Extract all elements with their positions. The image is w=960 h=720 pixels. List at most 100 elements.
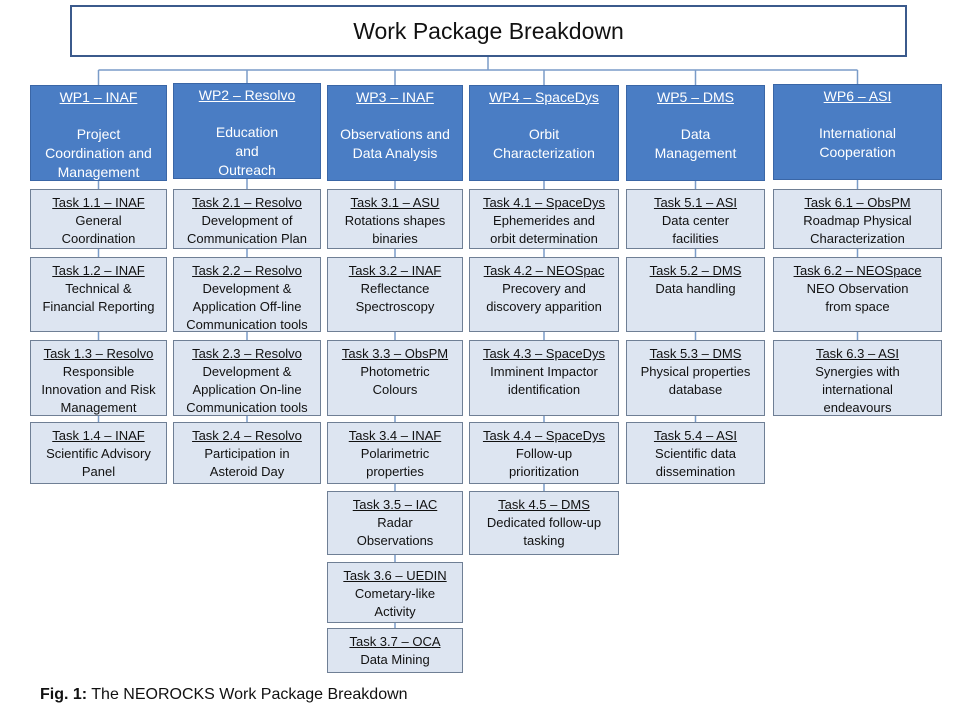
wp5-code: WP5 – DMS [656,89,734,105]
wp3-name: Observations and Data Analysis [340,126,450,161]
diagram-title-text: Work Package Breakdown [353,17,624,44]
task-1-2-box: Task 1.2 – INAF Technical & Financial Rep… [30,257,167,332]
task-4-2-description: Precovery and discovery apparition [486,281,602,314]
task-3-4-box: Task 3.4 – INAF Polarimetric properties [327,422,463,484]
task-5-2-box: Task 5.2 – DMS Data handling [626,257,765,332]
task-6-3-code: Task 6.3 – ASI [815,346,900,361]
wp6-code: WP6 – ASI [823,88,892,104]
task-3-2-description: Reflectance Spectroscopy [355,281,435,314]
wp1-box: WP1 – INAF Project Coordination and Manag… [30,85,167,181]
task-3-4-code: Task 3.4 – INAF [348,428,442,443]
task-3-3-box: Task 3.3 – ObsPM Photometric Colours [327,340,463,416]
figure-caption-label: Fig. 1: [40,686,88,703]
task-5-1-box: Task 5.1 – ASI Data center facilities [626,189,765,249]
task-1-3-code: Task 1.3 – Resolvo [43,346,154,361]
task-3-6-description: Cometary-like Activity [354,586,436,619]
task-5-2-code: Task 5.2 – DMS [649,263,742,278]
task-2-3-code: Task 2.3 – Resolvo [192,346,302,361]
task-4-3-description: Imminent Impactor identification [490,364,598,397]
task-4-4-description: Follow-up prioritization [508,446,580,479]
task-5-3-code: Task 5.3 – DMS [649,346,742,361]
task-4-5-box: Task 4.5 – DMS Dedicated follow-up taskin… [469,491,619,555]
task-6-1-description: Roadmap Physical Characterization [803,213,912,246]
task-2-4-description: Participation in Asteroid Day [204,446,290,479]
task-3-4-description: Polarimetric properties [360,446,430,479]
task-4-1-description: Ephemerides and orbit determination [490,213,598,246]
wp1-name: Project Coordination and Management [45,126,152,180]
wp1-code: WP1 – INAF [59,89,138,105]
task-2-1-code: Task 2.1 – Resolvo [192,195,302,210]
task-3-1-code: Task 3.1 – ASU [350,195,440,210]
task-1-4-description: Scientific Advisory Panel [46,446,151,479]
wp3-code: WP3 – INAF [356,89,434,105]
task-5-2-description: Data handling [655,281,736,296]
task-6-3-box: Task 6.3 – ASI Synergies with internation… [773,340,942,416]
task-2-1-description: Development of Communication Plan [187,213,307,246]
task-2-3-description: Development & Application On-line Commun… [186,364,308,415]
task-1-4-code: Task 1.4 – INAF [52,428,145,443]
task-2-4-code: Task 2.4 – Resolvo [192,428,302,443]
figure-caption: Fig. 1: The NEOROCKS Work Package Breakd… [40,686,408,704]
figure-caption-text: The NEOROCKS Work Package Breakdown [91,686,408,703]
task-5-4-description: Scientific data dissemination [655,446,736,479]
task-3-3-code: Task 3.3 – ObsPM [341,346,449,361]
wp5-name: Data Management [654,126,737,161]
wp5-box: WP5 – DMS Data Management [626,85,765,181]
wp2-code: WP2 – Resolvo [198,87,296,103]
task-5-3-description: Physical properties database [640,364,751,397]
task-2-2-description: Development & Application Off-line Commu… [186,281,308,332]
task-1-2-description: Technical & Financial Reporting [42,281,155,314]
task-6-2-code: Task 6.2 – NEOSpace [793,263,922,278]
task-3-1-box: Task 3.1 – ASU Rotations shapes binaries [327,189,463,249]
task-4-1-code: Task 4.1 – SpaceDys [482,195,606,210]
task-5-3-box: Task 5.3 – DMS Physical properties databa… [626,340,765,416]
task-4-2-code: Task 4.2 – NEOSpac [483,263,605,278]
task-5-1-code: Task 5.1 – ASI [653,195,738,210]
task-3-5-box: Task 3.5 – IAC Radar Observations [327,491,463,555]
task-1-1-code: Task 1.1 – INAF [52,195,145,210]
task-3-2-code: Task 3.2 – INAF [348,263,442,278]
task-6-1-box: Task 6.1 – ObsPM Roadmap Physical Charact… [773,189,942,249]
task-3-5-description: Radar Observations [356,515,434,548]
task-1-3-description: Responsible Innovation and Risk Manageme… [41,364,156,415]
diagram-title: Work Package Breakdown [70,5,907,57]
task-4-5-code: Task 4.5 – DMS [498,497,590,512]
wp4-name: Orbit Characterization [493,126,595,161]
task-5-4-code: Task 5.4 – ASI [653,428,738,443]
task-3-1-description: Rotations shapes binaries [344,213,446,246]
task-6-1-code: Task 6.1 – ObsPM [804,195,911,210]
task-3-6-code: Task 3.6 – UEDIN [343,568,447,583]
task-3-5-code: Task 3.5 – IAC [352,497,438,512]
task-1-2-code: Task 1.2 – INAF [52,263,145,278]
task-3-7-description: Data Mining [360,652,430,667]
wp2-name: Education and Outreach [215,124,279,178]
task-5-4-box: Task 5.4 – ASI Scientific data disseminat… [626,422,765,484]
task-3-6-box: Task 3.6 – UEDIN Cometary-like Activity [327,562,463,623]
task-4-5-description: Dedicated follow-up tasking [486,515,602,548]
task-3-7-box: Task 3.7 – OCA Data Mining [327,628,463,673]
task-3-3-description: Photometric Colours [360,364,430,397]
wp3-box: WP3 – INAF Observations and Data Analysis [327,85,463,181]
task-5-1-description: Data center facilities [661,213,730,246]
task-3-2-box: Task 3.2 – INAF Reflectance Spectroscopy [327,257,463,332]
task-3-7-code: Task 3.7 – OCA [349,634,441,649]
wp4-code: WP4 – SpaceDys [489,89,599,105]
task-6-3-description: Synergies with international endeavours [815,364,900,415]
task-2-2-code: Task 2.2 – Resolvo [192,263,302,278]
task-6-2-description: NEO Observation from space [806,281,909,314]
task-1-4-box: Task 1.4 – INAF Scientific Advisory Panel [30,422,167,484]
